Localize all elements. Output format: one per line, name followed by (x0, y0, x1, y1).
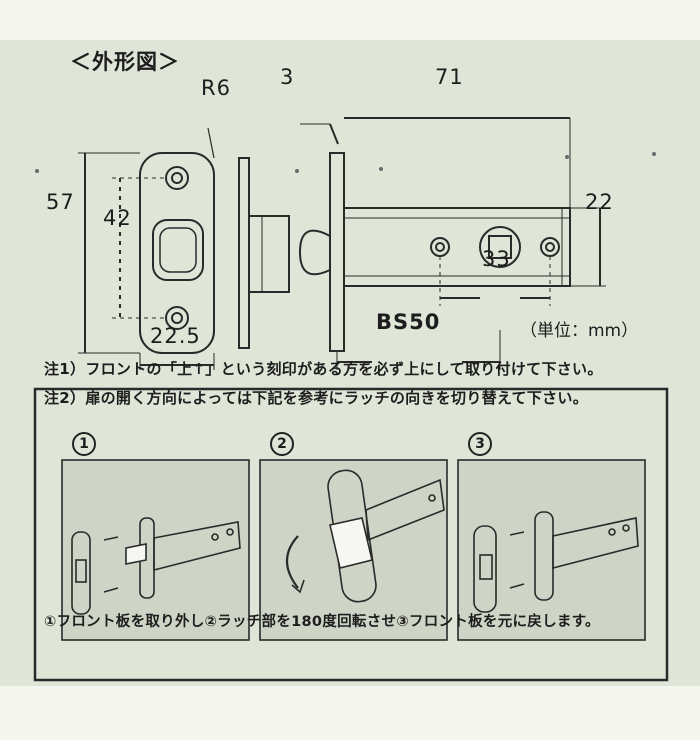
instruction-sheet: ＜外形図＞ R6 3 71 57 42 22 33 22.5 BS50 （単位：… (0, 40, 700, 686)
dim-3: 3 (280, 65, 295, 89)
step-3-number: 3 (468, 432, 492, 456)
latch-technical-drawing (33, 117, 669, 682)
note-2: 注2）扉の開く方向によっては下記を参考にラッチの向きを切り替えて下さい。 (44, 389, 588, 407)
top-screw-hole (165, 166, 189, 190)
note-1: 注1）フロントの「上↑」という刻印がある方を必ず上にして取り付けて下さい。 (44, 360, 603, 378)
dim-22: 22 (585, 190, 614, 214)
front-plate-outline (139, 152, 215, 354)
outline-drawing-heading: ＜外形図＞ (70, 50, 180, 74)
notes-frame (33, 387, 669, 682)
dim-33: 33 (482, 247, 511, 271)
unit-label: （単位：mm） (520, 321, 639, 341)
step-1-number: 1 (72, 432, 96, 456)
dim-42: 42 (103, 206, 132, 230)
dim-22-5: 22.5 (150, 324, 201, 348)
latch-front-side (329, 152, 345, 352)
bottom-screw-hole (165, 306, 189, 330)
step-3-panel (457, 459, 646, 641)
latch-body (343, 207, 571, 287)
dim-bs50: BS50 (376, 310, 441, 334)
steps-caption: ①フロント板を取り外し②ラッチ部を180度回転させ③フロント板を元に戻します。 (44, 614, 600, 630)
step-2-number: 2 (270, 432, 294, 456)
latch-window-outline (152, 219, 204, 281)
dim-r6: R6 (201, 76, 231, 100)
step-1-panel (61, 459, 250, 641)
dim-57: 57 (46, 190, 75, 214)
dim-71: 71 (435, 65, 464, 89)
